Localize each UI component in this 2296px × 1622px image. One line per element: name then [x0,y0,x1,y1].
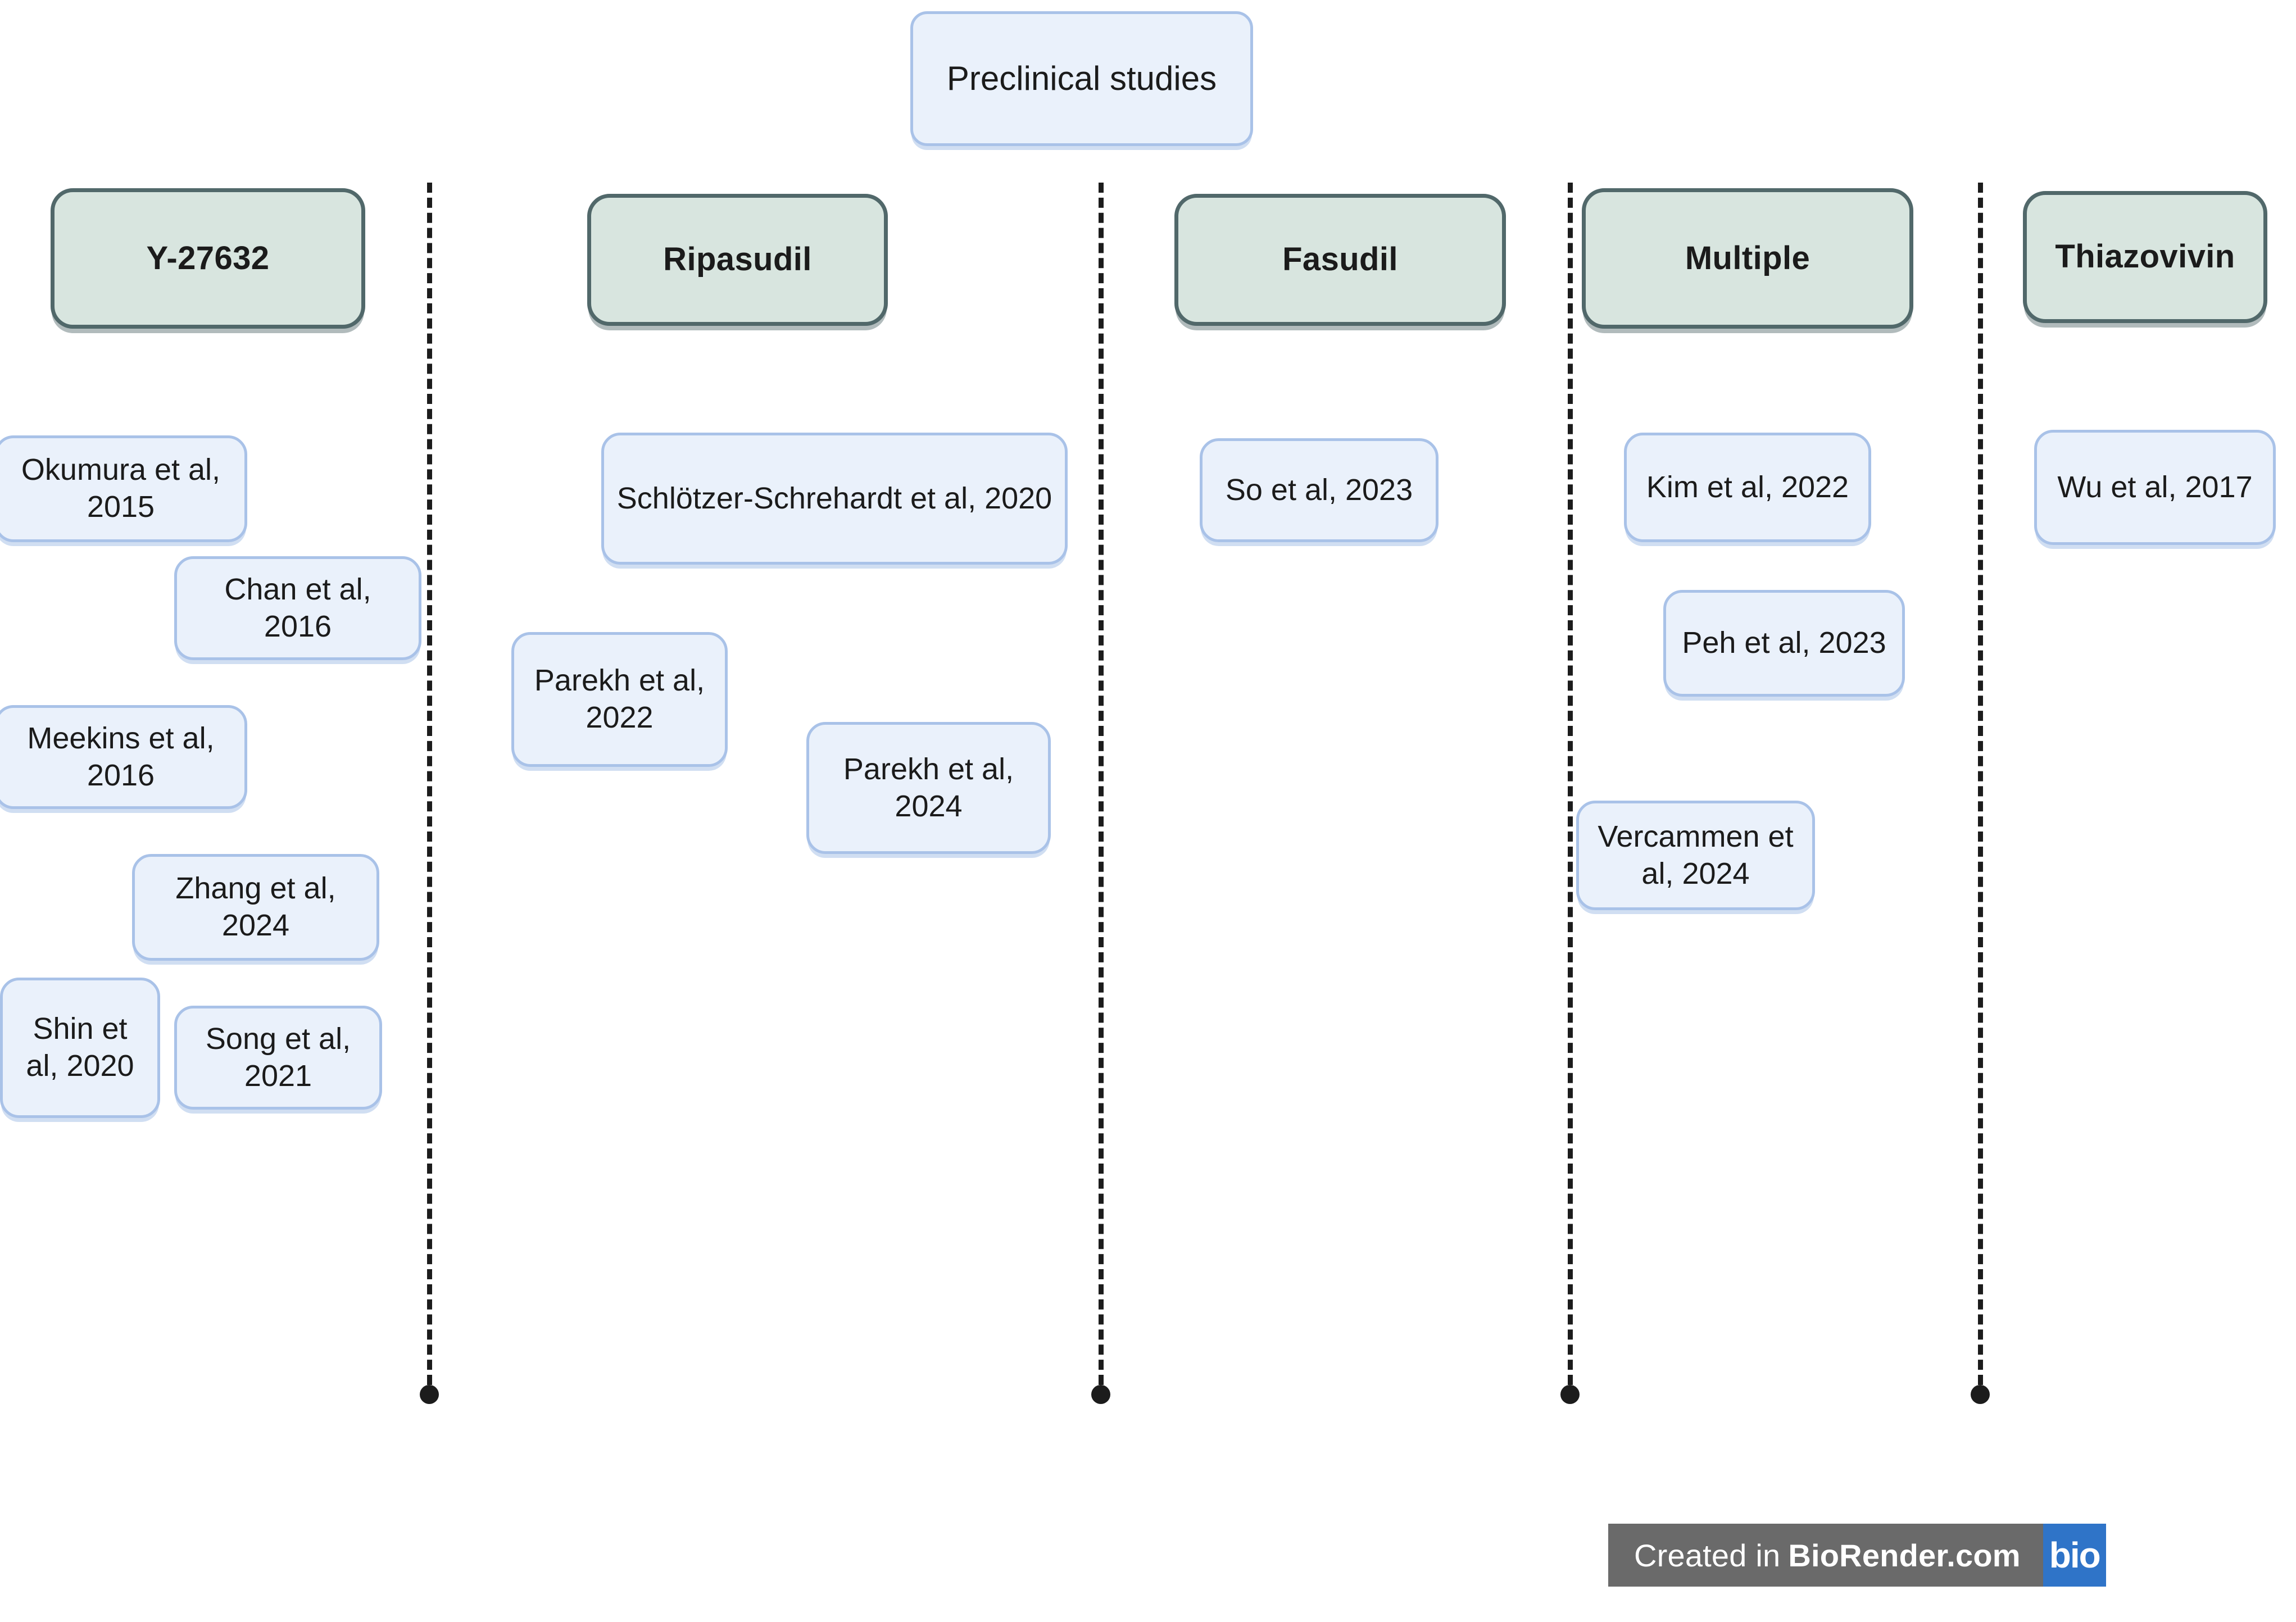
column-header-thiazovivin: Thiazovivin [2023,191,2267,323]
timeline-endpoint-dot-2 [1091,1385,1110,1404]
timeline-endpoint-dot-3 [1560,1385,1580,1404]
citation-multiple-2: Peh et al, 2023 [1663,590,1905,697]
citation-y-27632-5: Shin et al, 2020 [0,978,160,1118]
citation-multiple-3: Vercammen et al, 2024 [1576,801,1815,910]
citation-multiple-1: Kim et al, 2022 [1624,433,1871,542]
biorender-prefix: Created in [1634,1537,1781,1573]
citation-y-27632-4: Zhang et al, 2024 [132,854,379,961]
citation-y-27632-2: Chan et al, 2016 [174,556,421,660]
citation-fasudil-1: So et al, 2023 [1200,438,1439,542]
citation-ripasudil-1: Schlötzer-Schrehardt et al, 2020 [601,433,1068,565]
column-header-y-27632: Y-27632 [51,188,365,329]
biorender-text: Created in BioRender.com [1608,1524,2043,1587]
timeline-axis-1 [427,183,432,1385]
citation-ripasudil-3: Parekh et al, 2024 [806,722,1051,854]
citation-y-27632-1: Okumura et al, 2015 [0,435,247,542]
biorender-logo-icon: bio [2043,1524,2106,1587]
citation-ripasudil-2: Parekh et al, 2022 [511,632,728,767]
citation-thiazovivin-1: Wu et al, 2017 [2034,430,2276,545]
timeline-axis-4 [1978,183,1983,1385]
timeline-endpoint-dot-4 [1971,1385,1990,1404]
citation-y-27632-3: Meekins et al, 2016 [0,705,247,809]
column-header-ripasudil: Ripasudil [587,194,888,326]
citation-y-27632-6: Song et al, 2021 [174,1006,382,1110]
column-header-multiple: Multiple [1582,188,1913,329]
biorender-brand: BioRender.com [1788,1537,2021,1573]
biorender-badge: Created in BioRender.com bio [1608,1524,2296,1587]
column-header-fasudil: Fasudil [1174,194,1506,326]
preclinical-studies-title: Preclinical studies [910,11,1253,146]
timeline-endpoint-dot-1 [420,1385,439,1404]
timeline-axis-2 [1099,183,1104,1385]
timeline-axis-3 [1568,183,1573,1385]
